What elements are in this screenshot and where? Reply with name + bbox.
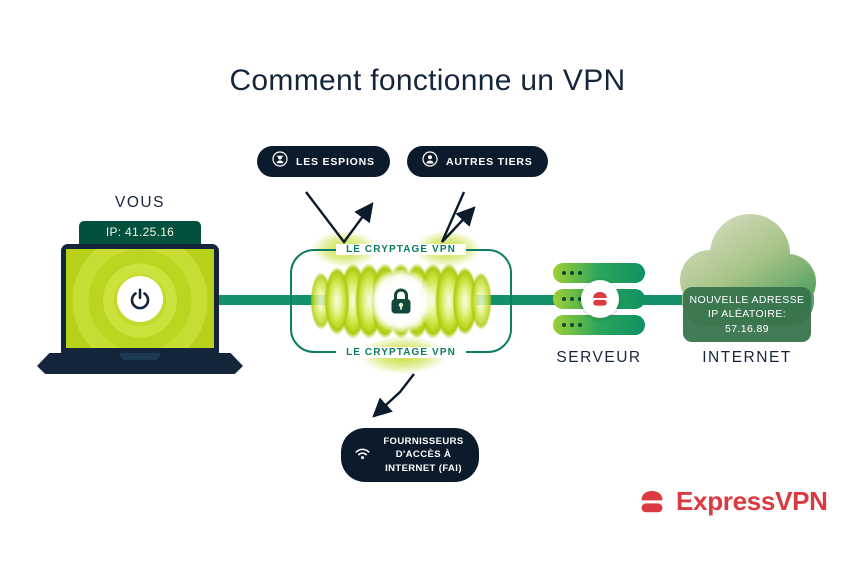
laptop-base — [37, 353, 243, 374]
third-parties-pill: AUTRES TIERS — [407, 146, 548, 177]
isp-label-line: INTERNET (FAI) — [385, 462, 462, 474]
server-led — [562, 271, 566, 275]
spy-icon — [272, 151, 288, 172]
server-led — [578, 271, 582, 275]
brand-wordmark: ExpressVPN — [676, 486, 828, 516]
brand-logo: ExpressVPN — [638, 486, 828, 517]
server-led — [562, 297, 566, 301]
new-ip-line: NOUVELLE ADRESSE — [689, 294, 805, 306]
expressvpn-logomark-icon — [593, 291, 607, 306]
server-logo-badge — [581, 280, 619, 318]
laptop — [61, 244, 219, 353]
page-title: Comment fonctionne un VPN — [229, 64, 626, 97]
server-label: SERVEUR — [556, 349, 642, 366]
vpn-tunnel: LE CRYPTAGE VPN LE CRYPTAGE VPN — [290, 244, 512, 358]
server-bar — [553, 315, 645, 335]
you-label: VOUS — [115, 194, 165, 211]
power-icon — [130, 288, 150, 309]
server-bar — [553, 263, 645, 283]
deflect-arrow-isp — [372, 373, 415, 418]
tunnel-ring — [324, 266, 350, 336]
tunnel-ring — [470, 272, 492, 330]
server-led — [562, 323, 566, 327]
server-led — [570, 297, 574, 301]
laptop-screen — [66, 249, 214, 348]
laptop-base-notch — [120, 353, 160, 360]
third-parties-label: AUTRES TIERS — [446, 155, 533, 168]
server-stack — [553, 263, 645, 341]
server-led — [570, 271, 574, 275]
server-led — [578, 323, 582, 327]
tunnel-label-top: LE CRYPTAGE VPN — [336, 244, 466, 255]
deflect-arrow-spies — [305, 191, 374, 245]
internet-label: INTERNET — [702, 349, 792, 366]
isp-pill: FOURNISSEURS D'ACCÈS À INTERNET (FAI) — [341, 428, 479, 483]
spies-label: LES ESPIONS — [296, 155, 375, 168]
new-ip-badge: NOUVELLE ADRESSE IP ALÉATOIRE: 57.16.89 — [683, 287, 811, 343]
wifi-icon — [354, 446, 371, 465]
spies-pill: LES ESPIONS — [257, 146, 390, 177]
power-button — [117, 275, 163, 322]
new-ip-line: 57.16.89 — [724, 322, 770, 335]
isp-label-line: D'ACCÈS À — [395, 449, 452, 461]
server-led — [578, 297, 582, 301]
expressvpn-logomark-icon — [641, 490, 663, 512]
isp-label-line: FOURNISSEURS — [383, 436, 464, 447]
new-ip-line: IP ALÉATOIRE: — [707, 308, 787, 321]
padlock-icon — [388, 286, 414, 321]
ip-badge: IP: 41.25.16 — [79, 221, 201, 244]
tunnel-label-bottom: LE CRYPTAGE VPN — [336, 347, 466, 358]
person-icon — [422, 151, 438, 172]
server-led — [570, 323, 574, 327]
deflect-arrow-third-parties — [440, 191, 476, 243]
